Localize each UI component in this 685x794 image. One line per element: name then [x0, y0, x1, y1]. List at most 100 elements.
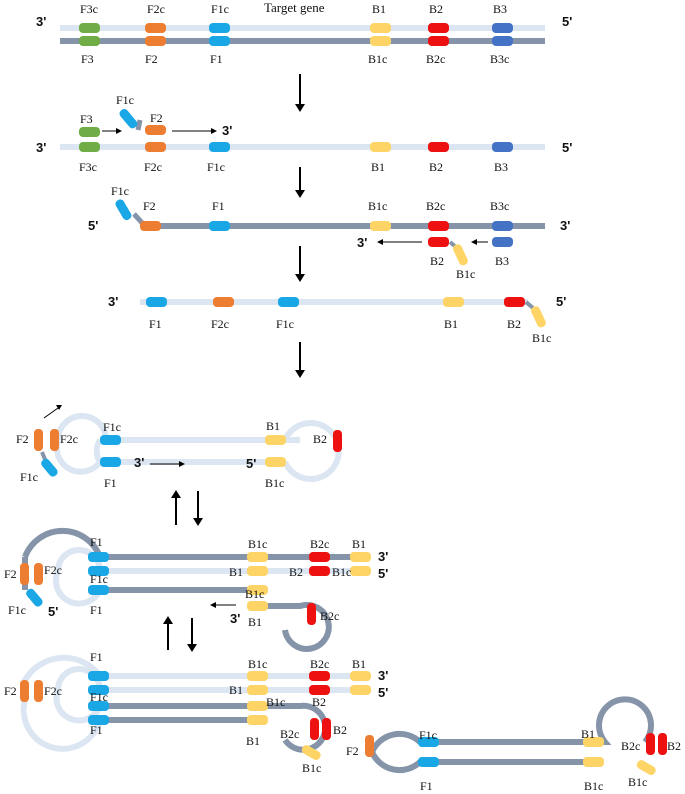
site-f2c — [145, 142, 166, 152]
site-b2c — [307, 603, 316, 625]
site-f1 — [100, 457, 121, 467]
site-f2 — [145, 36, 166, 46]
site-label: B1c — [368, 199, 387, 213]
end-label: 3' — [378, 668, 388, 683]
end-label: 5' — [378, 685, 388, 700]
site-f1c — [278, 297, 299, 307]
extension-arrow — [43, 407, 59, 419]
end-label: 3' — [357, 235, 367, 250]
site-label: B1 — [266, 419, 280, 433]
extension-arrow-head — [211, 128, 217, 134]
site-label: F1 — [149, 317, 162, 331]
site-b1c — [265, 457, 286, 467]
fip-f1c-tail — [26, 588, 43, 607]
site-b1 — [583, 737, 604, 747]
end-label: 5' — [562, 140, 572, 155]
site-label: B2c — [426, 52, 445, 66]
site-label: B1c — [245, 587, 264, 601]
site-label: B3 — [495, 254, 509, 268]
site-label: F1 — [90, 650, 103, 664]
end-label: 5' — [246, 456, 256, 471]
site-f2 — [20, 563, 29, 585]
site-label: B1c — [628, 775, 647, 789]
step-arrow-head — [295, 274, 305, 282]
site-label: F2 — [4, 684, 17, 698]
site-f1 — [88, 671, 109, 681]
site-f1 — [88, 585, 109, 595]
site-b2 — [428, 142, 449, 152]
step-arrow-head — [295, 104, 305, 112]
end-label: 3' — [560, 218, 570, 233]
site-label: F1c — [90, 690, 108, 704]
site-f2 — [365, 735, 374, 757]
site-b1 — [443, 297, 464, 307]
b-loop — [282, 420, 342, 482]
site-f1 — [209, 221, 230, 231]
site-label: B2c — [310, 537, 329, 551]
site-f2c — [34, 563, 43, 585]
site-b1 — [247, 566, 268, 576]
b-loop — [595, 696, 654, 745]
site-b1c — [350, 685, 371, 695]
site-label: F1 — [104, 476, 117, 490]
site-f1 — [418, 757, 439, 767]
end-label: 5' — [48, 604, 58, 619]
site-b1c — [247, 585, 268, 595]
site-b3 — [492, 23, 513, 33]
site-b2 — [309, 685, 330, 695]
site-b3 — [492, 142, 513, 152]
site-label: B1 — [581, 727, 595, 741]
site-label: F2 — [150, 111, 163, 125]
site-f3c — [79, 142, 100, 152]
primer-b2 — [428, 237, 449, 247]
fip-f1c-tail — [41, 458, 58, 477]
site-label: B1c — [265, 476, 284, 490]
f-loop — [368, 730, 423, 774]
site-label: F2 — [4, 567, 17, 581]
end-label: 5' — [562, 14, 572, 29]
site-b1 — [265, 435, 286, 445]
site-label: B2 — [289, 565, 303, 579]
site-label: B1c — [368, 52, 387, 66]
site-f1 — [209, 36, 230, 46]
site-b1c — [247, 671, 268, 681]
site-label: B2c — [426, 199, 445, 213]
site-label: F2 — [145, 52, 158, 66]
site-b2 — [309, 566, 330, 576]
site-label: B1 — [371, 160, 385, 174]
site-b1c — [247, 552, 268, 562]
site-label: F1 — [420, 779, 433, 793]
bip-b1c-tail — [453, 244, 468, 266]
extension-arrow-head — [377, 239, 383, 245]
site-b1 — [247, 601, 268, 611]
site-b1c — [370, 36, 391, 46]
site-label: F1c — [103, 420, 121, 434]
site-label: B1 — [352, 657, 366, 671]
site-label: F1c — [207, 160, 225, 174]
site-f2 — [34, 429, 43, 451]
site-label: B1c — [332, 565, 351, 579]
site-label: B3c — [490, 199, 509, 213]
site-label: B2 — [667, 739, 681, 753]
site-label: B3c — [490, 52, 509, 66]
site-f2c — [213, 297, 234, 307]
dumbbell-strand — [420, 739, 595, 765]
site-label: B1 — [372, 2, 386, 16]
bip-b1c-tail — [636, 760, 656, 775]
site-label: B1 — [352, 537, 366, 551]
site-label: B2c — [310, 657, 329, 671]
site-label: B1 — [229, 565, 243, 579]
site-f1c — [209, 142, 230, 152]
end-label: 3' — [36, 14, 46, 29]
fip-f1c-tail — [119, 108, 138, 129]
site-label: B2 — [333, 723, 347, 737]
primer-f3 — [79, 127, 100, 137]
site-label: F1c — [8, 603, 26, 617]
site-b2c — [309, 552, 330, 562]
end-label: 5' — [378, 566, 388, 581]
site-label: F1 — [212, 199, 225, 213]
site-f1c — [418, 737, 439, 747]
site-label: F1c — [211, 2, 229, 16]
site-label: B1 — [246, 734, 260, 748]
site-label: B2 — [313, 432, 327, 446]
